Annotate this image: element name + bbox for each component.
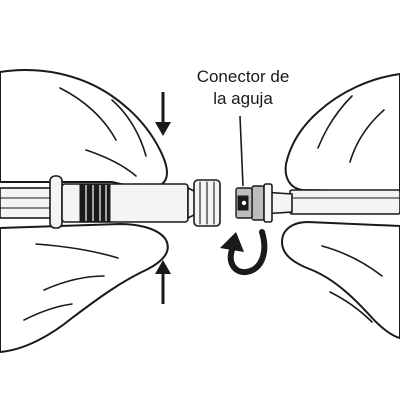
callout-line-2: la aguja	[213, 89, 273, 108]
callout-line-1: Conector de	[196, 67, 290, 86]
needle-sheath	[289, 189, 400, 215]
plunger-stopper	[79, 184, 111, 222]
right-hand	[281, 73, 400, 339]
syringe	[0, 175, 221, 229]
syringe-flange	[49, 175, 63, 229]
left-hand	[0, 69, 169, 353]
squeeze-up-arrow-icon	[155, 260, 171, 304]
squeeze-down-arrow-icon	[155, 92, 171, 136]
needle-connector-callout: Conector de la aguja	[168, 66, 318, 110]
callout-leader-line	[239, 115, 244, 187]
twist-rotation-arrow-icon	[220, 229, 268, 276]
needle-assembly	[235, 183, 400, 223]
